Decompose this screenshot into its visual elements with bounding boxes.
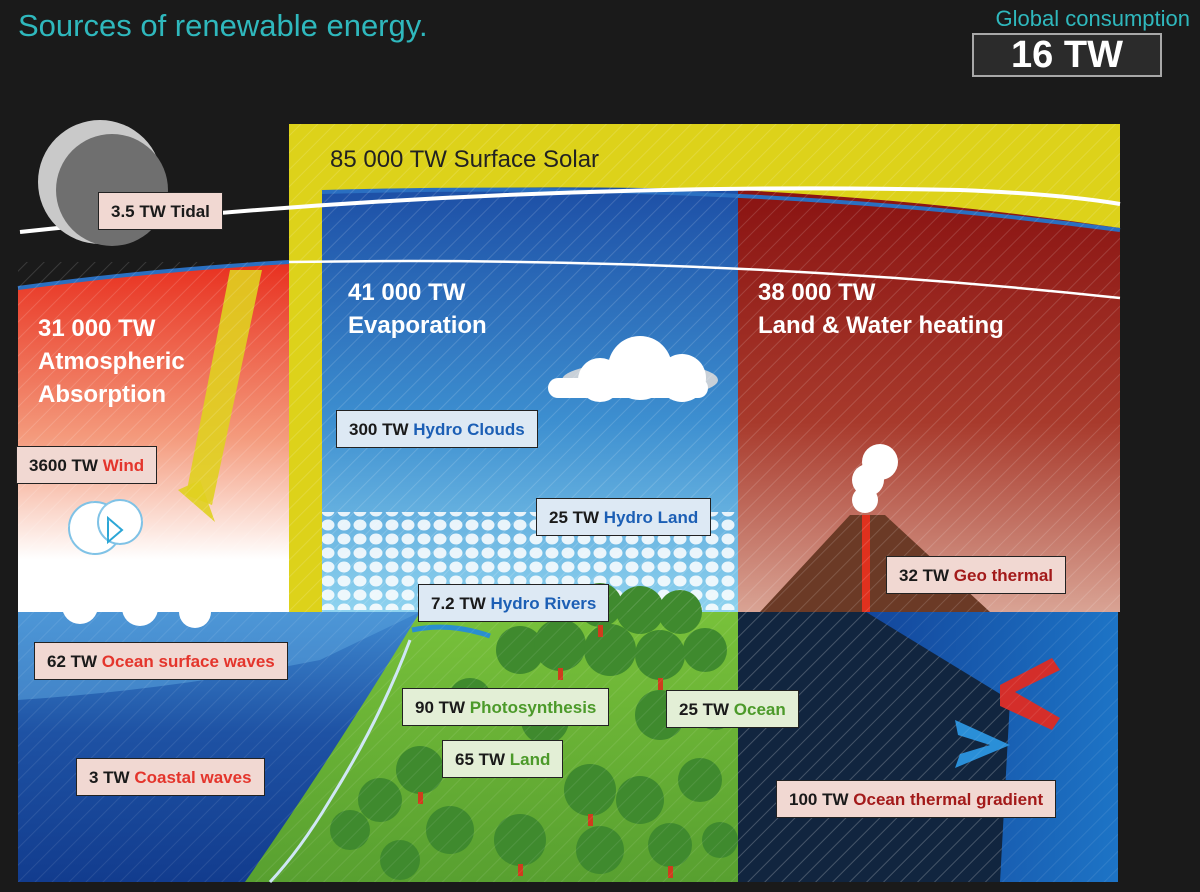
atmospheric-value: 31 000 TW bbox=[38, 315, 156, 342]
page-title: Sources of renewable energy. bbox=[18, 8, 428, 43]
surface-solar-label: 85 000 TW Surface Solar bbox=[330, 146, 600, 173]
evaporation-name: Evaporation bbox=[348, 312, 487, 339]
global-consumption-label: Global consumption bbox=[995, 6, 1190, 31]
heating-value: 38 000 TW bbox=[758, 279, 876, 306]
ocean-photosynthesis-label: 25 TW Ocean bbox=[666, 690, 799, 728]
hydro-land-label: 25 TW Hydro Land bbox=[536, 498, 712, 536]
ocean-surface-waves-label: 62 TW Ocean surface waves bbox=[34, 642, 288, 680]
heating-name: Land & Water heating bbox=[758, 312, 1004, 339]
coastal-waves-label: 3 TW Coastal waves bbox=[76, 758, 265, 796]
ocean-thermal-gradient-label: 100 TW Ocean thermal gradient bbox=[776, 780, 1057, 818]
land-photosynthesis-label: 65 TW Land bbox=[442, 740, 564, 778]
atmospheric-label: 31 000 TW Atmospheric Absorption bbox=[38, 312, 185, 411]
evaporation-value: 41 000 TW bbox=[348, 279, 466, 306]
photosynthesis-label: 90 TW Photosynthesis bbox=[402, 688, 610, 726]
evaporation-label: 41 000 TW Evaporation bbox=[348, 276, 487, 342]
atmospheric-name-1: Atmospheric bbox=[38, 348, 185, 375]
global-consumption-value: 16 TW bbox=[972, 33, 1162, 77]
wind-label: 3600 TW Wind bbox=[16, 446, 158, 484]
hydro-clouds-label: 300 TW Hydro Clouds bbox=[336, 410, 538, 448]
tidal-label: 3.5 TW Tidal bbox=[98, 192, 223, 230]
atmospheric-name-2: Absorption bbox=[38, 381, 166, 408]
heating-label: 38 000 TW Land & Water heating bbox=[758, 276, 1004, 342]
hydro-rivers-label: 7.2 TW Hydro Rivers bbox=[418, 584, 610, 622]
geothermal-label: 32 TW Geo thermal bbox=[886, 556, 1066, 594]
